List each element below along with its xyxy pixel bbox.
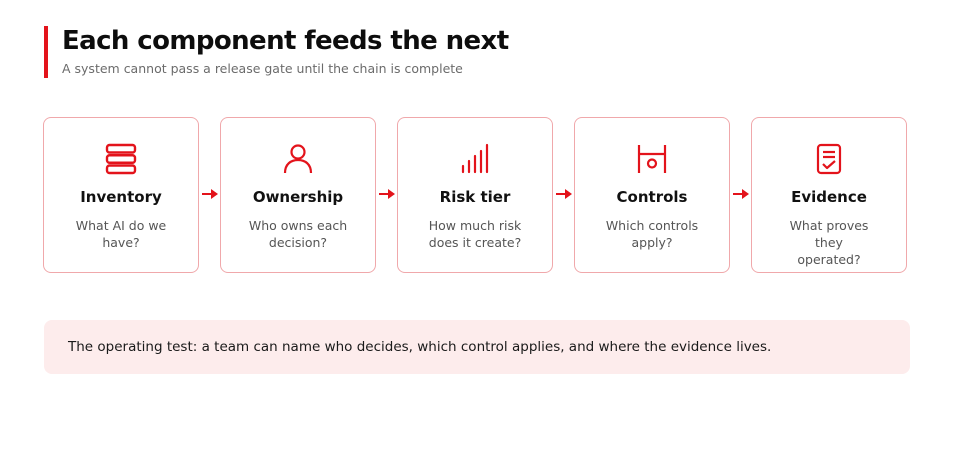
step-label: Risk tier bbox=[439, 188, 511, 206]
step-description-line: decision? bbox=[268, 235, 328, 250]
step-card-risk-tier: Risk tier How much risk does it create? bbox=[397, 117, 553, 273]
signal-bars-icon bbox=[458, 142, 492, 176]
step-description-line: does it create? bbox=[428, 235, 522, 250]
step-description: What AI do we have? bbox=[66, 217, 176, 251]
arrow-right-icon bbox=[732, 187, 750, 201]
step-description: Which controls apply? bbox=[597, 217, 707, 251]
checklist-icon bbox=[812, 142, 846, 176]
step-description-line: Which controls bbox=[605, 218, 699, 233]
step-card-ownership: Ownership Who owns each decision? bbox=[220, 117, 376, 273]
step-description-line: Who owns each bbox=[248, 218, 348, 233]
step-description-line: What proves they bbox=[789, 218, 869, 250]
step-description-line: How much risk bbox=[428, 218, 522, 233]
person-icon bbox=[281, 142, 315, 176]
step-description: How much risk does it create? bbox=[420, 217, 530, 251]
step-description-line: have? bbox=[102, 235, 140, 250]
header: Each component feeds the next A system c… bbox=[44, 26, 509, 78]
page-subtitle: A system cannot pass a release gate unti… bbox=[62, 61, 463, 76]
step-label: Inventory bbox=[80, 188, 162, 206]
step-description-line: operated? bbox=[797, 252, 861, 267]
step-card-controls: Controls Which controls apply? bbox=[574, 117, 730, 273]
callout-text: The operating test: a team can name who … bbox=[68, 339, 772, 355]
arrow-right-icon bbox=[201, 187, 219, 201]
database-icon bbox=[104, 142, 138, 176]
step-description-line: apply? bbox=[631, 235, 673, 250]
arrow-right-icon bbox=[378, 187, 396, 201]
step-description: What proves they operated? bbox=[774, 217, 884, 268]
step-description: Who owns each decision? bbox=[243, 217, 353, 251]
step-label: Evidence bbox=[791, 188, 867, 206]
arrow-right-icon bbox=[555, 187, 573, 201]
operating-test-callout: The operating test: a team can name who … bbox=[44, 320, 910, 374]
step-card-inventory: Inventory What AI do we have? bbox=[43, 117, 199, 273]
page-title: Each component feeds the next bbox=[62, 26, 509, 56]
component-chain: Inventory What AI do we have? Ownership … bbox=[43, 117, 908, 273]
step-card-evidence: Evidence What proves they operated? bbox=[751, 117, 907, 273]
gate-icon bbox=[635, 142, 669, 176]
step-label: Ownership bbox=[252, 188, 344, 206]
step-label: Controls bbox=[616, 188, 688, 206]
step-description-line: What AI do we bbox=[75, 218, 167, 233]
